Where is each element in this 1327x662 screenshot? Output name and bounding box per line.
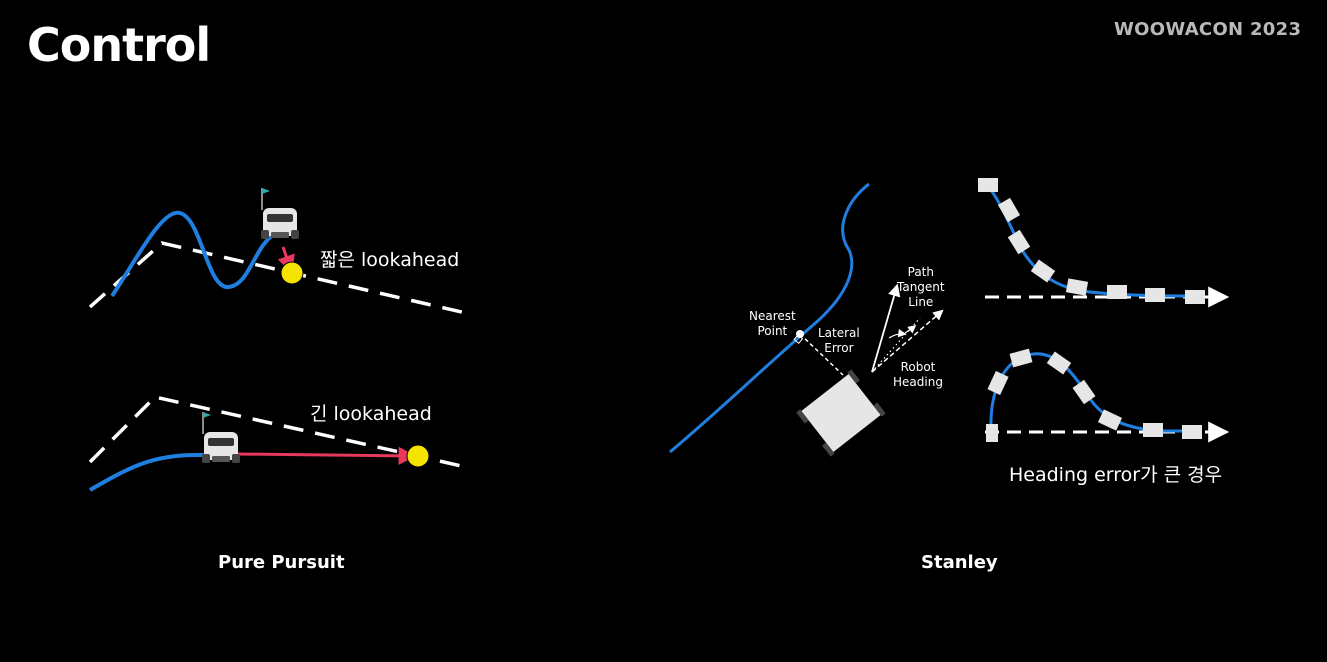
slide-title: Control	[27, 18, 211, 72]
pp-long-robot-icon	[202, 412, 240, 463]
pp-short-reference-path	[88, 241, 467, 315]
pp-long-lookahead-arrow	[237, 446, 417, 465]
heading-dotted-line	[871, 317, 921, 373]
pp-short-panel	[88, 188, 467, 315]
pure-pursuit-caption: Pure Pursuit	[218, 552, 345, 573]
case2-robot-path	[989, 352, 1195, 433]
lateral-error-line	[799, 333, 844, 376]
stanley-robot-body	[796, 369, 886, 457]
long-lookahead-label: 긴 lookahead	[310, 403, 432, 425]
pp-long-panel	[88, 395, 467, 492]
pp-long-robot-path	[89, 453, 222, 492]
path-tangent-arrow	[871, 283, 901, 373]
stanley-geometry-panel	[669, 182, 944, 457]
nearest-point-label: Nearest Point	[749, 309, 796, 338]
pp-long-target-point	[406, 444, 430, 468]
heading-angle-arc-2	[904, 324, 917, 334]
robot-heading-label: Robot Heading	[893, 360, 943, 389]
pp-long-reference-path	[88, 395, 467, 469]
heading-error-case-1	[978, 178, 1230, 308]
heading-error-label: Heading error가 큰 경우	[1009, 464, 1223, 486]
pp-short-target-point	[280, 261, 304, 285]
short-lookahead-label: 짧은 lookahead	[320, 249, 460, 271]
lateral-error-label: Lateral Error	[818, 326, 860, 355]
stanley-caption: Stanley	[921, 552, 998, 573]
case1-robot-poses	[978, 178, 1205, 304]
pp-short-robot-path	[110, 210, 281, 298]
pp-short-robot-icon	[261, 188, 299, 239]
heading-angle-arc	[888, 329, 907, 339]
path-tangent-label: Path Tangent Line	[897, 265, 945, 309]
stanley-robot-path	[669, 182, 870, 454]
heading-error-case-2	[985, 348, 1230, 443]
right-angle-mark	[793, 334, 804, 345]
case2-robot-poses	[986, 348, 1202, 442]
brand-logo: WOOWACON 2023	[1114, 19, 1302, 40]
